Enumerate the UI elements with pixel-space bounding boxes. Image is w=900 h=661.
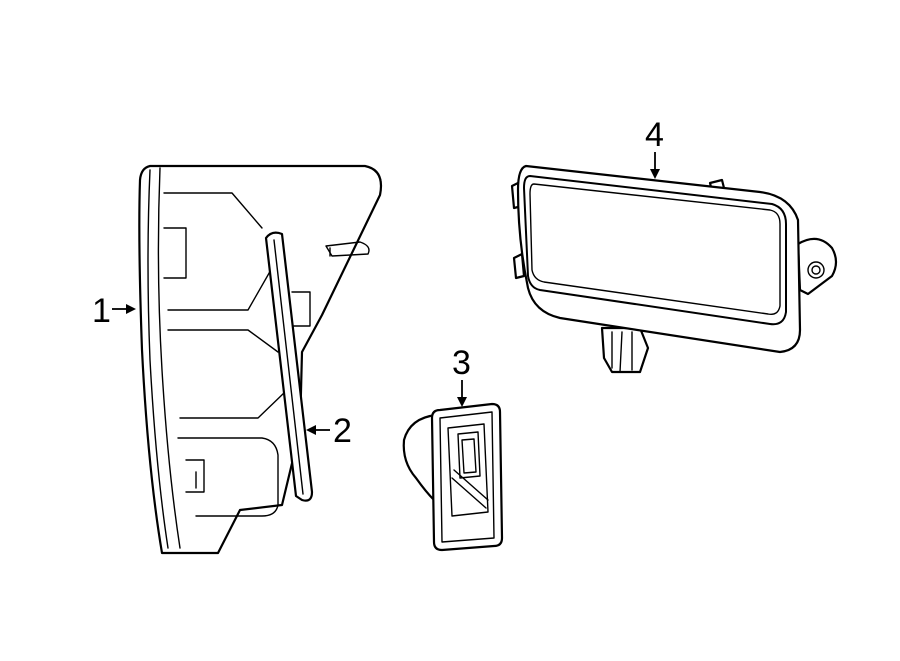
callout-label-2: 2	[333, 412, 352, 450]
callout-4: 4	[645, 116, 664, 179]
callout-label-3: 3	[452, 344, 471, 382]
part-4-fog-lamp[interactable]	[510, 164, 838, 374]
callout-2: 2	[306, 412, 352, 450]
callout-3: 3	[452, 344, 471, 407]
callout-label-4: 4	[645, 116, 664, 154]
part-2-gasket[interactable]	[264, 231, 314, 502]
callout-label-1: 1	[92, 292, 111, 330]
callout-1: 1	[92, 292, 136, 330]
part-1-lamp-housing[interactable]	[138, 164, 383, 555]
part-3-side-marker[interactable]	[402, 402, 504, 552]
